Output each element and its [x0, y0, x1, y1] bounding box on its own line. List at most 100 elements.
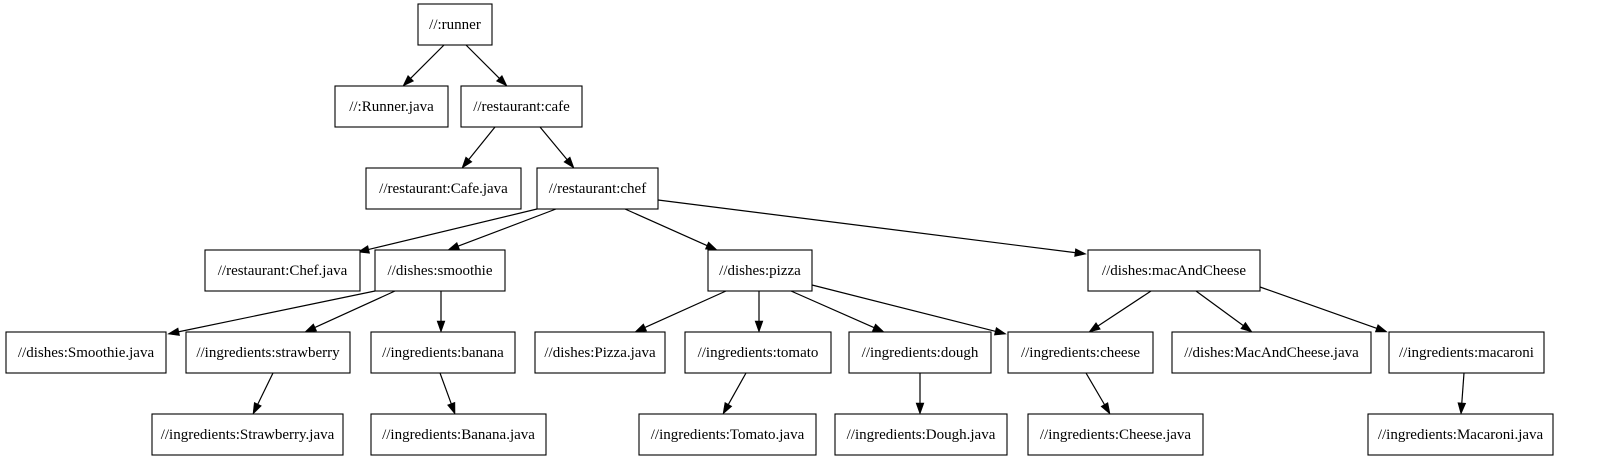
- edge-arrowhead-icon: [871, 323, 885, 333]
- edges-layer: [167, 44, 1467, 415]
- node-box[interactable]: [848, 331, 992, 374]
- edge-arrowhead-icon: [1100, 402, 1111, 415]
- edge-line: [410, 44, 445, 79]
- node-label: //ingredients:banana: [382, 345, 504, 361]
- node-cheese_java[interactable]: //ingredients:Cheese.java: [1027, 413, 1204, 456]
- node-strawberry_java[interactable]: //ingredients:Strawberry.java: [151, 413, 344, 456]
- node-dishes_smoothie[interactable]: //dishes:smoothie: [374, 249, 506, 292]
- node-ing_dough[interactable]: //ingredients:dough: [848, 331, 992, 374]
- edge-restaurant_cafe-to-restaurant_chef: [539, 126, 575, 169]
- edge-arrowhead-icon: [1457, 402, 1467, 415]
- node-label: //ingredients:Dough.java: [847, 427, 996, 443]
- node-cafe_java[interactable]: //restaurant:Cafe.java: [365, 167, 522, 210]
- node-runner_java[interactable]: //:Runner.java: [334, 85, 449, 128]
- edge-arrowhead-icon: [634, 323, 648, 333]
- node-dough_java[interactable]: //ingredients:Dough.java: [834, 413, 1008, 456]
- node-box[interactable]: [374, 249, 506, 292]
- node-restaurant_chef[interactable]: //restaurant:chef: [536, 167, 659, 210]
- node-ing_macaroni[interactable]: //ingredients:macaroni: [1388, 331, 1545, 374]
- edge-dishes_pizza-to-ing_dough: [790, 290, 885, 333]
- edge-arrowhead-icon: [304, 323, 318, 333]
- node-box[interactable]: [185, 331, 351, 374]
- node-banana_java[interactable]: //ingredients:Banana.java: [370, 413, 547, 456]
- node-box[interactable]: [707, 249, 813, 292]
- edge-arrowhead-icon: [436, 320, 446, 333]
- node-box[interactable]: [204, 249, 361, 292]
- node-pizza_java[interactable]: //dishes:Pizza.java: [534, 331, 666, 374]
- node-box[interactable]: [1027, 413, 1204, 456]
- edge-line: [811, 284, 996, 332]
- node-label: //ingredients:Cheese.java: [1040, 427, 1192, 443]
- node-box[interactable]: [1007, 331, 1154, 374]
- edge-arrowhead-icon: [704, 241, 718, 251]
- node-box[interactable]: [370, 413, 547, 456]
- node-macaroni_java[interactable]: //ingredients:Macaroni.java: [1367, 413, 1554, 456]
- edge-line: [1195, 290, 1244, 326]
- edge-dishes_mac-to-ing_macaroni: [1259, 286, 1388, 333]
- node-dishes_pizza[interactable]: //dishes:pizza: [707, 249, 813, 292]
- node-ing_strawberry[interactable]: //ingredients:strawberry: [185, 331, 351, 374]
- node-label: //dishes:macAndCheese: [1102, 263, 1246, 279]
- edge-line: [1461, 372, 1465, 404]
- node-box[interactable]: [638, 413, 817, 456]
- node-label: //restaurant:Cafe.java: [379, 181, 508, 197]
- node-box[interactable]: [1087, 249, 1261, 292]
- node-box[interactable]: [151, 413, 344, 456]
- node-label: //ingredients:Macaroni.java: [1378, 427, 1544, 443]
- node-ing_cheese[interactable]: //ingredients:cheese: [1007, 331, 1154, 374]
- edge-arrowhead-icon: [447, 401, 456, 415]
- node-box[interactable]: [460, 85, 583, 128]
- edge-dishes_pizza-to-ing_tomato: [754, 291, 764, 333]
- edge-arrowhead-icon: [495, 74, 508, 87]
- edge-arrowhead-icon: [722, 402, 733, 415]
- node-label: //restaurant:chef: [549, 181, 646, 197]
- edge-dishes_pizza-to-ing_cheese: [811, 284, 1007, 336]
- node-box[interactable]: [684, 331, 832, 374]
- edge-line: [465, 44, 500, 79]
- node-dishes_mac[interactable]: //dishes:macAndCheese: [1087, 249, 1261, 292]
- edge-restaurant_chef-to-dishes_mac: [657, 199, 1087, 257]
- edge-arrowhead-icon: [357, 245, 370, 254]
- edge-dishes_smoothie-to-ing_strawberry: [304, 290, 396, 333]
- edge-arrowhead-icon: [563, 156, 575, 169]
- edge-line: [539, 126, 568, 160]
- nodes-layer: //:runner //:Runner.java //restaurant:cafe…: [5, 3, 1554, 456]
- node-smoothie_java[interactable]: //dishes:Smoothie.java: [5, 331, 167, 374]
- node-chef_java[interactable]: //restaurant:Chef.java: [204, 249, 361, 292]
- edge-arrowhead-icon: [915, 402, 925, 415]
- node-runner[interactable]: //:runner: [417, 3, 493, 46]
- node-mac_java[interactable]: //dishes:MacAndCheese.java: [1171, 331, 1372, 374]
- node-box[interactable]: [5, 331, 167, 374]
- node-label: //ingredients:tomato: [698, 345, 819, 361]
- node-box[interactable]: [1367, 413, 1554, 456]
- node-label: //restaurant:Chef.java: [218, 263, 348, 279]
- node-restaurant_cafe[interactable]: //restaurant:cafe: [460, 85, 583, 128]
- node-box[interactable]: [417, 3, 493, 46]
- node-box[interactable]: [536, 167, 659, 210]
- edge-ing_macaroni-to-macaroni_java: [1457, 372, 1467, 415]
- edge-line: [657, 199, 1076, 254]
- node-box[interactable]: [1388, 331, 1545, 374]
- edge-arrowhead-icon: [167, 327, 180, 336]
- node-ing_tomato[interactable]: //ingredients:tomato: [684, 331, 832, 374]
- edge-line: [1259, 286, 1377, 329]
- node-box[interactable]: [370, 331, 516, 374]
- edge-arrowhead-icon: [754, 320, 764, 333]
- edge-dishes_mac-to-mac_java: [1195, 290, 1253, 333]
- edge-runner-to-runner_java: [402, 44, 445, 87]
- node-box[interactable]: [1171, 331, 1372, 374]
- node-box[interactable]: [834, 413, 1008, 456]
- node-ing_banana[interactable]: //ingredients:banana: [370, 331, 516, 374]
- edge-line: [257, 372, 274, 405]
- edge-ing_dough-to-dough_java: [915, 373, 925, 415]
- node-box[interactable]: [365, 167, 522, 210]
- node-box[interactable]: [334, 85, 449, 128]
- node-label: //ingredients:Strawberry.java: [161, 427, 335, 443]
- edge-line: [468, 126, 496, 160]
- edge-line: [439, 372, 452, 404]
- edge-line: [458, 208, 557, 247]
- node-tomato_java[interactable]: //ingredients:Tomato.java: [638, 413, 817, 456]
- node-box[interactable]: [534, 331, 666, 374]
